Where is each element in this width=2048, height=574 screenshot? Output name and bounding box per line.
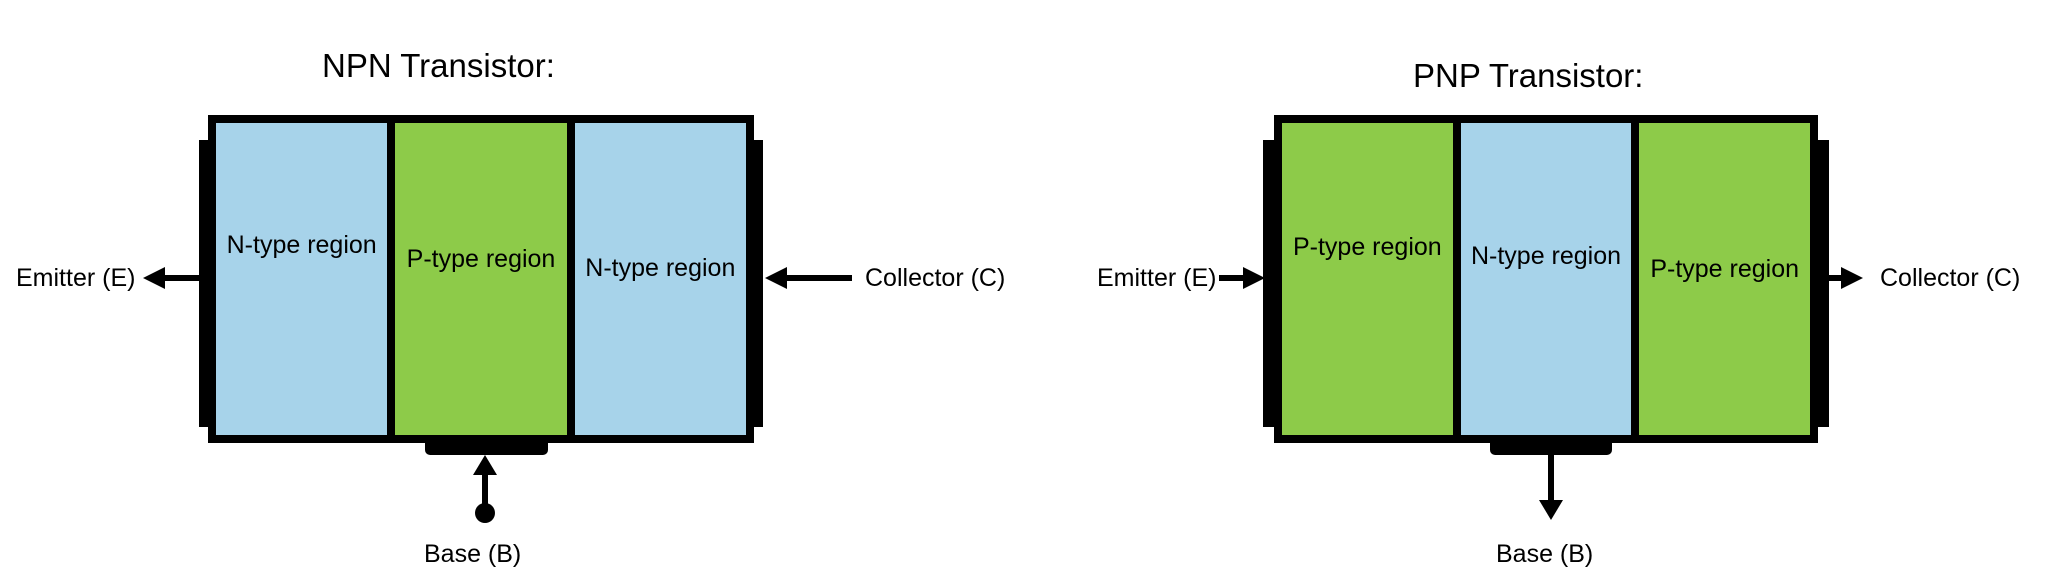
npn-title: NPN Transistor:: [322, 47, 555, 84]
pnp-collector-arrow-line: [1829, 275, 1843, 281]
npn-base-terminal-dot: [475, 503, 495, 523]
pnp-emitter-arrow-line: [1219, 275, 1245, 281]
npn-body-box: N-type region P-type region N-type regio…: [208, 115, 754, 443]
pnp-base-arrowhead: [1539, 500, 1563, 520]
pnp-region-p-right-label: P-type region: [1650, 255, 1800, 283]
npn-region-p-middle-label: P-type region: [406, 245, 556, 273]
pnp-emitter-label: Emitter (E): [1097, 264, 1217, 292]
pnp-region-p-right: P-type region: [1639, 123, 1811, 435]
npn-region-n-left-label: N-type region: [226, 231, 377, 259]
pnp-base-arrow-line: [1548, 453, 1554, 502]
npn-base-arrowhead: [473, 455, 497, 475]
npn-emitter-arrowhead: [143, 267, 165, 289]
npn-base-label: Base (B): [424, 540, 522, 568]
pnp-body-box: P-type region N-type region P-type regio…: [1274, 115, 1818, 443]
npn-region-n-right-label: N-type region: [585, 254, 736, 282]
npn-emitter-label: Emitter (E): [16, 264, 136, 292]
pnp-region-n-middle: N-type region: [1460, 123, 1632, 435]
npn-collector-arrow-line: [785, 275, 852, 281]
npn-collector-arrowhead: [765, 267, 787, 289]
pnp-title: PNP Transistor:: [1413, 57, 1644, 94]
pnp-collector-arrowhead: [1841, 267, 1863, 289]
pnp-region-p-left-label: P-type region: [1292, 233, 1442, 261]
npn-region-n-left: N-type region: [216, 123, 388, 435]
pnp-region-p-left: P-type region: [1282, 123, 1453, 435]
npn-emitter-arrow-line: [163, 275, 200, 281]
pnp-base-contact-tab: [1490, 441, 1612, 455]
npn-region-p-middle: P-type region: [395, 123, 567, 435]
pnp-collector-label: Collector (C): [1880, 264, 2021, 292]
npn-region-n-right: N-type region: [574, 123, 746, 435]
pnp-region-n-middle-label: N-type region: [1470, 242, 1622, 270]
npn-collector-label: Collector (C): [865, 264, 1006, 292]
npn-base-arrow-line: [482, 472, 488, 512]
pnp-base-label: Base (B): [1496, 540, 1594, 568]
npn-base-contact-tab: [425, 441, 548, 455]
pnp-emitter-arrowhead: [1243, 267, 1265, 289]
